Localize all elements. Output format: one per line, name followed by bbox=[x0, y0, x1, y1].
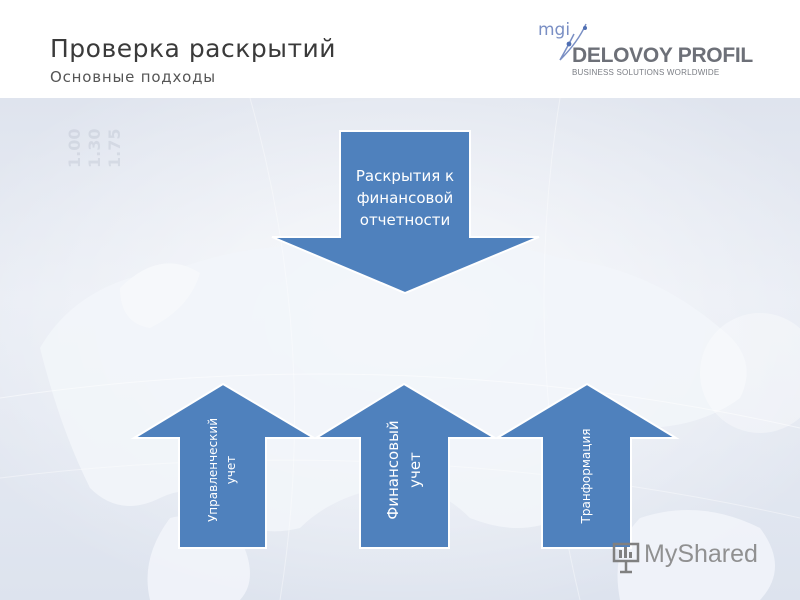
slide-title: Проверка раскрытий bbox=[50, 34, 337, 63]
slide-subtitle: Основные подходы bbox=[50, 68, 216, 86]
logo-mgi-text: mgi bbox=[538, 20, 571, 40]
arrow-down-line2: финансовой bbox=[356, 189, 454, 207]
map-continent-scandinavia bbox=[120, 263, 200, 328]
arrow-label-financial-line1: Финансовый bbox=[384, 420, 402, 520]
presentation-screen-icon bbox=[612, 542, 640, 574]
arrow-up-shape-transformation bbox=[493, 382, 680, 549]
arrow-label-management-line1: Управленческий bbox=[206, 417, 220, 523]
arrow-down-label: Раскрытия к финансовой отчетности bbox=[340, 165, 470, 231]
arrow-label-management: Управленческий учет bbox=[204, 418, 240, 522]
ticker-digits-decoration: 1.00 1.30 1.75 bbox=[65, 129, 124, 168]
arrow-label-financial: Финансовый учет bbox=[382, 420, 426, 519]
logo-tagline-text: BUSINESS SOLUTIONS WORLDWIDE bbox=[572, 68, 720, 77]
watermark-text: MyShared bbox=[644, 540, 758, 568]
svg-text:1.30: 1.30 bbox=[85, 129, 104, 168]
arrow-down-line1: Раскрытия к bbox=[355, 167, 455, 185]
arrow-up-shape-management bbox=[130, 382, 318, 549]
logo-name-text: DELOVOY PROFIL bbox=[572, 44, 753, 67]
logo-swoosh-icon bbox=[559, 23, 587, 61]
slide-header: Проверка раскрытий Основные подходы mgi … bbox=[0, 0, 800, 98]
map-globe-highlight bbox=[700, 313, 800, 433]
arrow-label-financial-line2: учет bbox=[406, 452, 424, 488]
map-continent-australia bbox=[617, 510, 775, 600]
arrow-label-transformation: Транформация bbox=[577, 429, 595, 524]
arrow-down-shape bbox=[271, 130, 540, 295]
arrow-down-line3: отчетности bbox=[359, 211, 451, 229]
arrow-label-management-line2: учет bbox=[224, 455, 238, 485]
arrow-up-shape-financial bbox=[312, 382, 499, 549]
svg-text:1.00: 1.00 bbox=[65, 129, 84, 168]
arrow-label-transformation-line1: Транформация bbox=[579, 428, 593, 524]
svg-text:1.75: 1.75 bbox=[105, 129, 124, 168]
company-logo: mgi DELOVOY PROFIL BUSINESS SOLUTIONS WO… bbox=[538, 20, 768, 82]
